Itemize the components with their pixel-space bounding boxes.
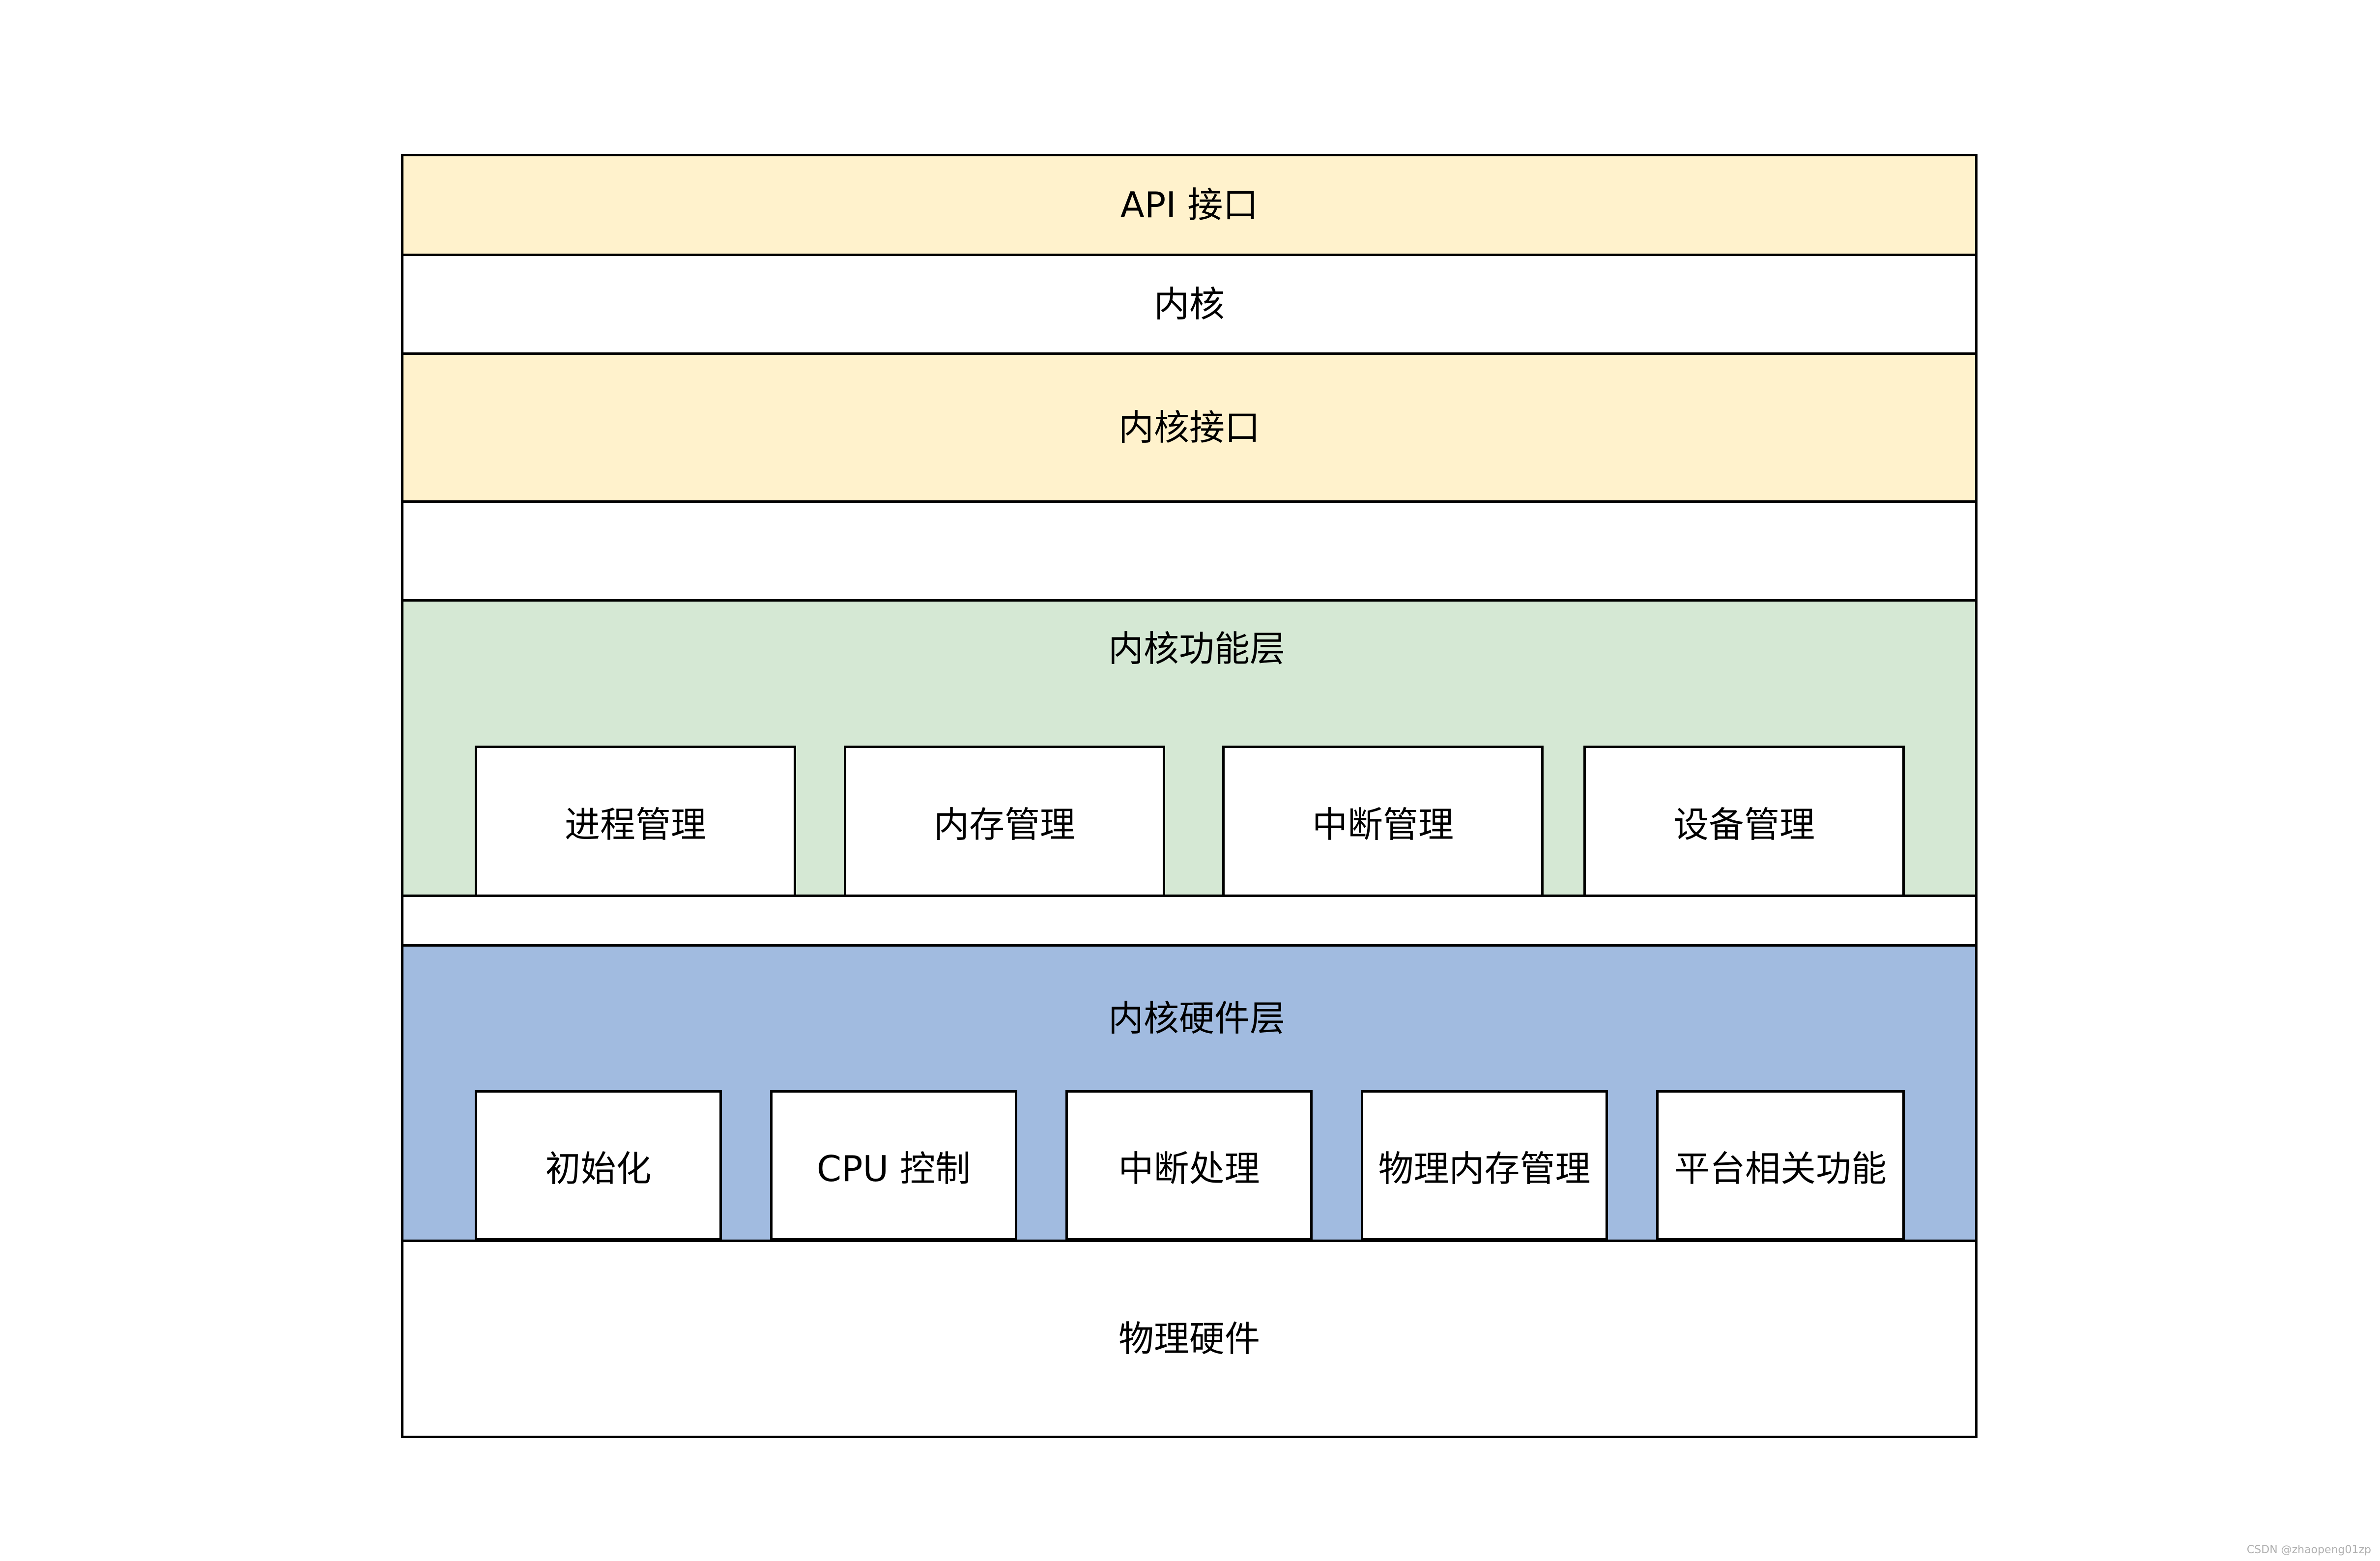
kernel-interface-label: 内核接口	[1118, 407, 1260, 448]
kernel-layer: 内核	[401, 254, 1978, 355]
kernel-interface-layer: 内核接口	[401, 352, 1978, 503]
device-management-box: 设备管理	[1583, 746, 1905, 897]
cpu-control-box: CPU 控制	[770, 1090, 1017, 1241]
blank-layer	[401, 500, 1978, 602]
interrupt-management-box: 中断管理	[1222, 746, 1544, 897]
physical-memory-management-box: 物理内存管理	[1361, 1090, 1608, 1241]
physical-hardware-label: 物理硬件	[1118, 1318, 1260, 1359]
process-management-box: 进程管理	[475, 746, 796, 897]
api-layer-label: API 接口	[1120, 184, 1259, 226]
physical-hardware-layer: 物理硬件	[401, 1240, 1978, 1438]
kernel-hardware-layer-title: 内核硬件层	[1108, 998, 1285, 1039]
interrupt-handling-box: 中断处理	[1065, 1090, 1313, 1241]
api-layer: API 接口	[401, 154, 1978, 256]
kernel-layer-label: 内核	[1153, 284, 1225, 325]
initialization-box: 初始化	[475, 1090, 722, 1241]
platform-functions-box: 平台相关功能	[1656, 1090, 1905, 1241]
memory-management-box: 内存管理	[844, 746, 1165, 897]
gap-layer	[401, 895, 1978, 947]
watermark: CSDN @zhaopeng01zp	[2246, 1544, 2371, 1556]
kernel-function-layer-title: 内核功能层	[1108, 628, 1285, 669]
